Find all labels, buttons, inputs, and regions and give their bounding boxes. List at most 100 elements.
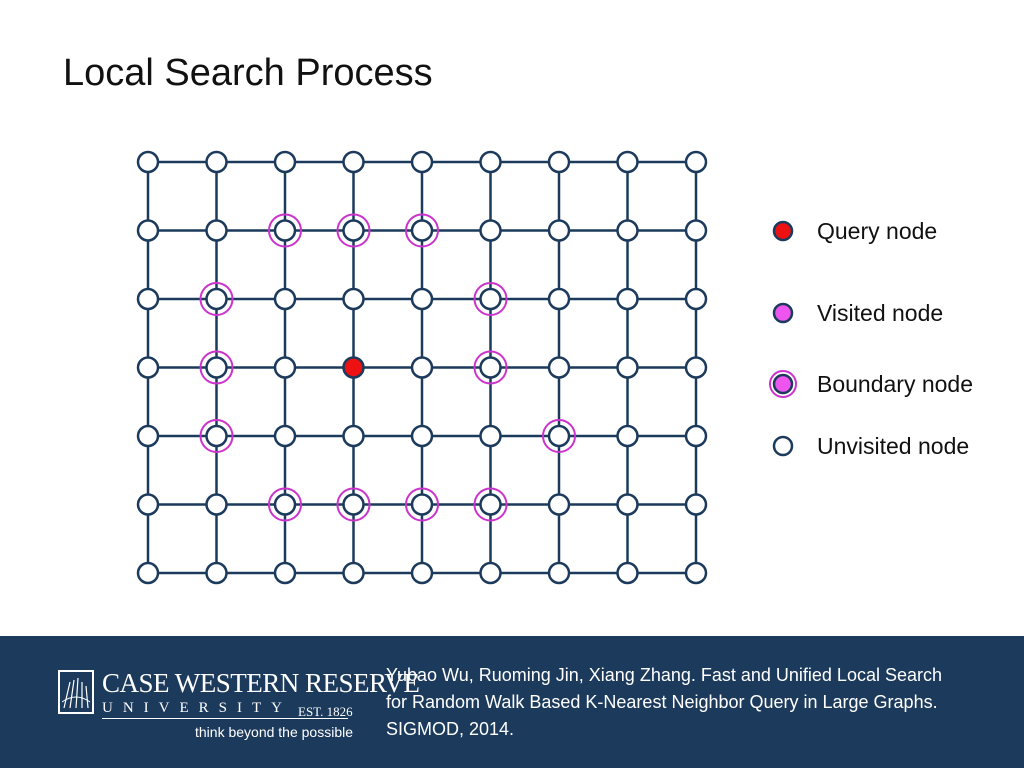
logo-tagline: think beyond the possible: [195, 724, 353, 740]
boundary-ring-1-4: [405, 213, 439, 248]
boundary-ring-5-4: [405, 487, 439, 522]
unvisited-node-2-6: [547, 287, 571, 311]
boundary-ring-1-3: [336, 213, 371, 248]
unvisited-node-1-5: [479, 219, 502, 242]
unvisited-node-5-6: [547, 493, 571, 516]
boundary-ring-3-5: [473, 350, 508, 385]
citation-line-1: Yubao Wu, Ruoming Jin, Xiang Zhang. Fast…: [386, 665, 942, 685]
unvisited-node-6-4: [410, 561, 434, 585]
unvisited-node-4-5: [479, 424, 502, 448]
logo-est: EST. 1826: [298, 704, 353, 719]
unvisited-node-0-4: [410, 150, 434, 174]
boundary-node-swatch: [769, 370, 797, 398]
unvisited-node-3-4: [410, 356, 434, 379]
unvisited-node-3-2: [273, 356, 297, 379]
unvisited-node-1-1: [205, 219, 228, 242]
unvisited-node-0-5: [479, 150, 502, 174]
unvisited-node-6-8: [684, 561, 708, 585]
unvisited-node-3-0: [136, 356, 160, 379]
boundary-node-5-5: [479, 493, 502, 516]
boundary-node-2-1: [205, 287, 228, 311]
unvisited-node-6-6: [547, 561, 571, 585]
boundary-node-3-1: [205, 356, 228, 379]
unvisited-node-0-7: [616, 150, 639, 174]
boundary-ring-2-5: [473, 282, 508, 316]
unvisited-node-4-3: [342, 424, 365, 448]
unvisited-node-5-8: [684, 493, 708, 516]
unvisited-node-0-1: [205, 150, 228, 174]
boundary-ring-2-1: [199, 282, 234, 316]
unvisited-node-2-2: [273, 287, 297, 311]
unvisited-node-6-5: [479, 561, 502, 585]
unvisited-node-4-4: [410, 424, 434, 448]
unvisited-node-6-1: [205, 561, 228, 585]
citation: Yubao Wu, Ruoming Jin, Xiang Zhang. Fast…: [386, 662, 1016, 743]
boundary-node-4-1: [205, 424, 228, 448]
unvisited-node-3-6: [547, 356, 571, 379]
legend-label-unvisited: Unvisited node: [817, 432, 970, 459]
unvisited-node-6-7: [616, 561, 639, 585]
legend-visited-node: Visited node: [768, 298, 943, 328]
unvisited-node-0-6: [547, 150, 571, 174]
unvisited-node-0-8: [684, 150, 708, 174]
boundary-node-4-6: [547, 424, 571, 448]
query-node-swatch: [772, 220, 794, 242]
unvisited-node-6-0: [136, 561, 160, 585]
boundary-ring-4-6: [542, 419, 576, 453]
unvisited-node-swatch: [772, 435, 794, 457]
query-node-3-3: [342, 356, 365, 379]
legend-unvisited-node: Unvisited node: [768, 431, 969, 461]
boundary-ring-5-5: [473, 487, 508, 522]
unvisited-node-2-7: [616, 287, 639, 311]
unvisited-node-1-7: [616, 219, 639, 242]
unvisited-node-4-7: [616, 424, 639, 448]
citation-line-2: for Random Walk Based K-Nearest Neighbor…: [386, 692, 938, 712]
boundary-ring-3-1: [199, 350, 234, 385]
unvisited-node-1-0: [136, 219, 160, 242]
unvisited-node-5-1: [205, 493, 228, 516]
boundary-node-2-5: [479, 287, 502, 311]
unvisited-node-0-3: [342, 150, 365, 174]
legend-label-query: Query node: [817, 217, 938, 244]
unvisited-node-2-0: [136, 287, 160, 311]
slide-title: Local Search Process: [63, 52, 433, 94]
legend-label-boundary: Boundary node: [817, 370, 974, 397]
legend-boundary-node: Boundary node: [768, 369, 973, 399]
unvisited-node-4-8: [684, 424, 708, 448]
citation-line-3: SIGMOD, 2014.: [386, 719, 515, 739]
boundary-node-5-2: [273, 493, 297, 516]
boundary-ring-4-1: [199, 419, 234, 453]
unvisited-node-3-7: [616, 356, 639, 379]
unvisited-node-1-6: [547, 219, 571, 242]
unvisited-node-6-2: [273, 561, 297, 585]
unvisited-node-1-8: [684, 219, 708, 242]
boundary-node-5-4: [410, 493, 434, 516]
boundary-ring-5-2: [268, 487, 302, 522]
unvisited-node-0-2: [273, 150, 297, 174]
visited-node-swatch: [772, 302, 794, 324]
boundary-node-1-4: [410, 219, 434, 242]
university-logo: CASE WESTERN RESERVE UNIVERSITY EST. 182…: [58, 666, 420, 746]
logo-emblem-icon: [58, 670, 94, 714]
unvisited-node-5-0: [136, 493, 160, 516]
unvisited-node-3-8: [684, 356, 708, 379]
boundary-node-3-5: [479, 356, 502, 379]
unvisited-node-5-7: [616, 493, 639, 516]
logo-name: CASE WESTERN RESERVE: [102, 668, 420, 698]
unvisited-node-4-2: [273, 424, 297, 448]
boundary-ring-5-3: [336, 487, 371, 522]
footer-bar: CASE WESTERN RESERVE UNIVERSITY EST. 182…: [0, 636, 1024, 768]
logo-university: UNIVERSITY: [102, 700, 292, 716]
boundary-ring-1-2: [268, 213, 302, 248]
unvisited-node-2-3: [342, 287, 365, 311]
unvisited-node-6-3: [342, 561, 365, 585]
legend-label-visited: Visited node: [817, 299, 944, 326]
logo-divider: [102, 718, 348, 719]
unvisited-node-4-0: [136, 424, 160, 448]
boundary-node-5-3: [342, 493, 365, 516]
legend-query-node: Query node: [768, 216, 937, 246]
unvisited-node-2-4: [410, 287, 434, 311]
unvisited-node-0-0: [136, 150, 160, 174]
grid-graph-diagram: [136, 150, 708, 585]
unvisited-node-2-8: [684, 287, 708, 311]
